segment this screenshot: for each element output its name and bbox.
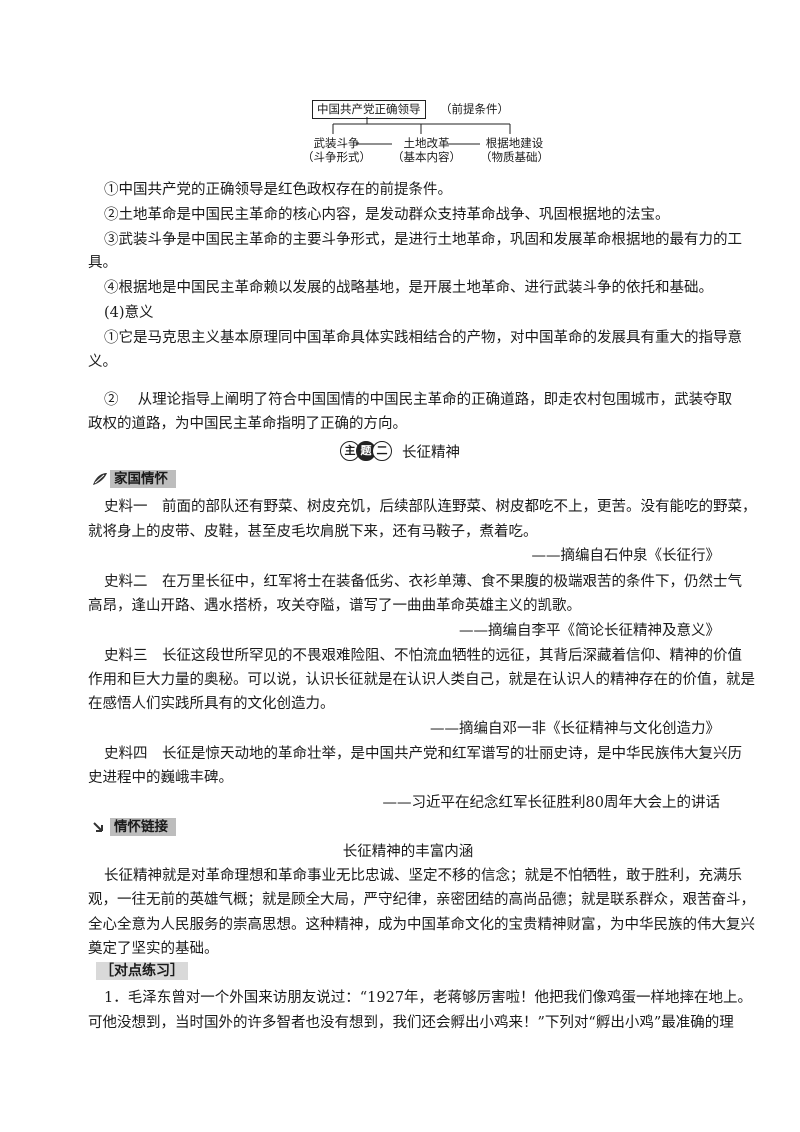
- material-1-line-2: 就将身上的皮带、皮鞋，甚至皮毛坎肩脱下来，还有马鞍子，煮着吃。: [88, 524, 538, 540]
- point-4: ④根据地是中国民主革命赖以发展的战略基地，是开展土地革命、进行武装斗争的依托和基…: [104, 280, 713, 296]
- section-2-line-4: 奠定了坚实的基础。: [88, 941, 219, 957]
- question-1-line-2: 可他没想到，当时国外的许多智者也没有想到，我们还会孵出小鸡来！”下列对“孵出小鸡…: [88, 1015, 734, 1031]
- material-4-line-2: 史进程中的巍峨丰碑。: [88, 770, 233, 786]
- point-2: ②土地革命是中国民主革命的核心内容，是发动群众支持革命战争、巩固根据地的法宝。: [104, 207, 670, 223]
- significance-item-1: ①它是马克思主义基本原理同中国革命具体实践相结合的产物，对中国革命的发展具有重大…: [104, 330, 742, 346]
- material-1-line-1: 史料一 前面的部队还有野菜、树皮充饥，后续部队连野菜、树皮都吃不上，更苦。没有能…: [104, 499, 757, 515]
- material-3-line-1: 史料三 长征这段世所罕见的不畏艰难险阻、不怕流血牺牲的远征，其背后深藏着信仰、精…: [104, 648, 742, 664]
- arrow-icon: [93, 822, 103, 832]
- material-2-line-2: 高昂，逢山开路、遇水搭桥，攻关夺隘，谱写了一曲曲革命英雄主义的凯歌。: [88, 598, 581, 614]
- point-3-cont: 具。: [88, 255, 117, 271]
- significance-item-2-cont: 政权的道路，为中国民主革命指明了正确的方向。: [88, 416, 407, 432]
- material-2-line-1: 史料二 在万里长征中，红军将士在装备低劣、衣衫单薄、食不果腹的极端艰苦的条件下，…: [104, 574, 742, 590]
- node-sub: （基本内容）: [392, 150, 461, 164]
- material-3-source: ——摘编自邓一非《长征精神与文化创造力》: [430, 721, 720, 737]
- theme-banner: 主 题 二 长征精神: [340, 440, 460, 462]
- node-main: 土地改革: [403, 136, 450, 150]
- significance-item-2: ② 从理论指导上阐明了符合中国国情的中国民主革命的正确道路，即走农村包围城市，武…: [104, 392, 733, 408]
- theme-char-3: 二: [372, 441, 392, 461]
- section-tag-label: 情怀链接: [110, 818, 176, 836]
- significance-heading: (4)意义: [104, 305, 154, 321]
- section-2-line-1: 长征精神就是对革命理想和革命事业无比忠诚、坚定不移的信念；就是不怕牺牲，敢于胜利…: [104, 868, 742, 884]
- material-2-source: ——摘编自李平《简论长征精神及意义》: [459, 623, 720, 639]
- theme-title: 长征精神: [402, 444, 460, 461]
- practice-label: ［对点练习］: [96, 962, 188, 980]
- diagram-top-box: 中国共产党正确领导: [312, 100, 426, 119]
- material-1-source: ——摘编自石仲泉《长征行》: [531, 548, 721, 564]
- significance-item-1-cont: 义。: [88, 354, 117, 370]
- relation-diagram: 中国共产党正确领导 （前提条件） 武装斗争 （斗争形式） 土地改革 （基本内容）…: [300, 92, 550, 172]
- leaf-icon: [93, 473, 107, 485]
- material-4-line-1: 史料四 长征是惊天动地的革命壮举，是中国共产党和红军谱写的壮丽史诗，是中华民族伟…: [104, 746, 742, 762]
- node-main: 武装斗争: [313, 136, 360, 150]
- diagram-node-land-reform: 土地改革 （基本内容）: [392, 136, 461, 164]
- section-2-line-3: 全心全意为人民服务的崇高思想。这种精神，成为中国革命文化的宝贵精神财富，为中华民…: [88, 917, 755, 933]
- node-main: 根据地建设: [485, 136, 544, 150]
- diagram-node-base-building: 根据地建设 （物质基础）: [480, 136, 549, 164]
- section-tag-label: 家国情怀: [110, 470, 176, 488]
- diagram-node-armed-struggle: 武装斗争 （斗争形式）: [302, 136, 371, 164]
- section-2-line-2: 观，一往无前的英雄气概；就是顾全大局，严守纪律，亲密团结的高尚品德；就是联系群众…: [88, 892, 755, 908]
- section-tag-link: 情怀链接: [92, 818, 176, 836]
- node-sub: （斗争形式）: [302, 150, 371, 164]
- diagram-top-note: （前提条件）: [440, 102, 509, 116]
- material-3-line-3: 在感悟人们实践所具有的文化创造力。: [88, 696, 335, 712]
- theme-badge: 主 题 二: [340, 441, 392, 461]
- diagram-connectors: [332, 117, 511, 145]
- section-tag-family-country: 家国情怀: [92, 470, 176, 488]
- material-3-line-2: 作用和巨大力量的奥秘。可以说，认识长征就是在认识人类自己，就是在认识人的精神存在…: [88, 672, 755, 688]
- question-1-line-1: 1．毛泽东曾对一个外国来访朋友说过：“1927年，老蒋够厉害啦！他把我们像鸡蛋一…: [104, 990, 753, 1006]
- point-3: ③武装斗争是中国民主革命的主要斗争形式，是进行土地革命，巩固和发展革命根据地的最…: [104, 232, 742, 248]
- node-sub: （物质基础）: [480, 150, 549, 164]
- section-2-title: 长征精神的丰富内涵: [342, 844, 474, 860]
- point-1: ①中国共产党的正确领导是红色政权存在的前提条件。: [104, 182, 452, 198]
- material-4-source: ——习近平在纪念红军长征胜利80周年大会上的讲话: [382, 795, 720, 811]
